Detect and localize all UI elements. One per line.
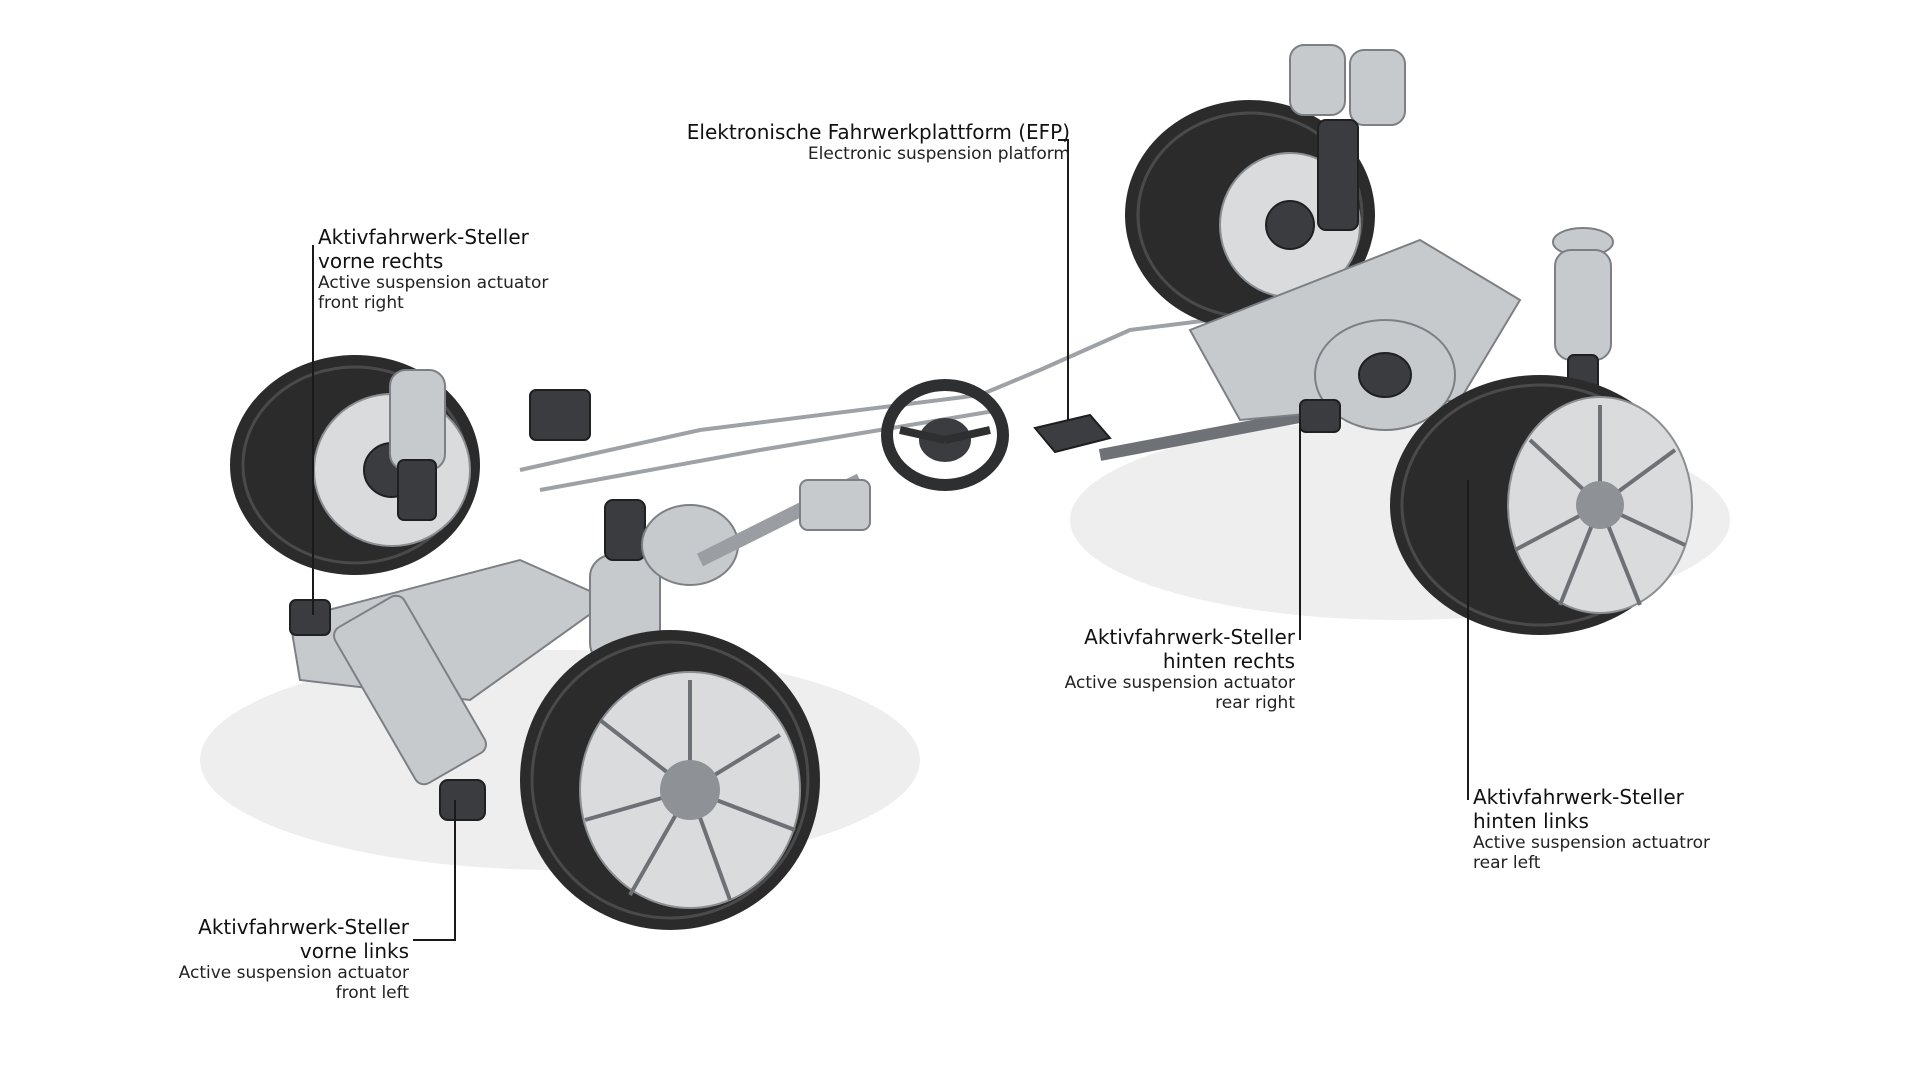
front-right-label-en-2: front right [318,293,404,314]
steering-rack-gear [799,479,871,531]
rear-right-label-de-2: hinten rechts [1162,649,1295,673]
front-left-leader-line [413,800,456,941]
rear-right-actuator [1299,399,1341,433]
front-left-callout: Aktivfahrwerk-Steller vorne links Active… [179,915,409,1004]
rear-left-label-de-2: hinten links [1473,809,1589,833]
rear-right-callout: Aktivfahrwerk-Steller hinten rechts Acti… [1065,625,1295,714]
rear-left-wheel [1390,375,1693,635]
efp-leader-line [1058,139,1069,420]
front-left-label-de-2: vorne links [299,939,409,963]
rear-left-label-en-2: rear left [1473,853,1541,874]
front-right-actuator [289,599,331,636]
efp-control-unit [1033,413,1112,454]
rear-left-label-en-1: Active suspension actuatror [1473,833,1710,853]
front-right-air-strut [389,369,446,521]
rear-right-wheel [1125,100,1375,330]
rear-left-label-de-1: Aktivfahrwerk-Steller [1473,785,1684,809]
efp-label-en: Electronic suspension platform [807,144,1070,164]
front-left-label-en-1: Active suspension actuator [178,963,409,983]
rear-right-label-en-2: rear right [1215,693,1295,714]
rear-differential [1314,319,1456,431]
rear-right-label-en-1: Active suspension actuator [1064,673,1295,693]
rear-right-air-spring [1289,44,1406,231]
efp-label-de: Elektronische Fahrwerkplattform (EFP) [686,120,1070,144]
front-right-label-de-2: vorne rechts [318,249,444,273]
front-left-actuator [439,779,486,821]
efp-callout: Elektronische Fahrwerkplattform (EFP) El… [687,120,1070,164]
brake-line [519,318,1211,472]
brake-booster [529,389,739,586]
front-right-callout: Aktivfahrwerk-Steller vorne rechts Activ… [318,225,548,314]
front-crossmember [333,594,487,786]
front-right-label-de-1: Aktivfahrwerk-Steller [318,225,529,249]
rear-left-callout: Aktivfahrwerk-Steller hinten links Activ… [1473,785,1710,874]
front-right-label-en-1: Active suspension actuator [318,273,549,293]
front-left-label-en-2: front left [335,983,409,1004]
front-left-label-de-1: Aktivfahrwerk-Steller [198,915,409,939]
rear-right-label-de-1: Aktivfahrwerk-Steller [1084,625,1295,649]
steering-wheel [881,379,1009,491]
brake-line-secondary [539,408,1001,492]
drive-shaft [1098,409,1312,461]
front-left-wheel [520,630,820,930]
